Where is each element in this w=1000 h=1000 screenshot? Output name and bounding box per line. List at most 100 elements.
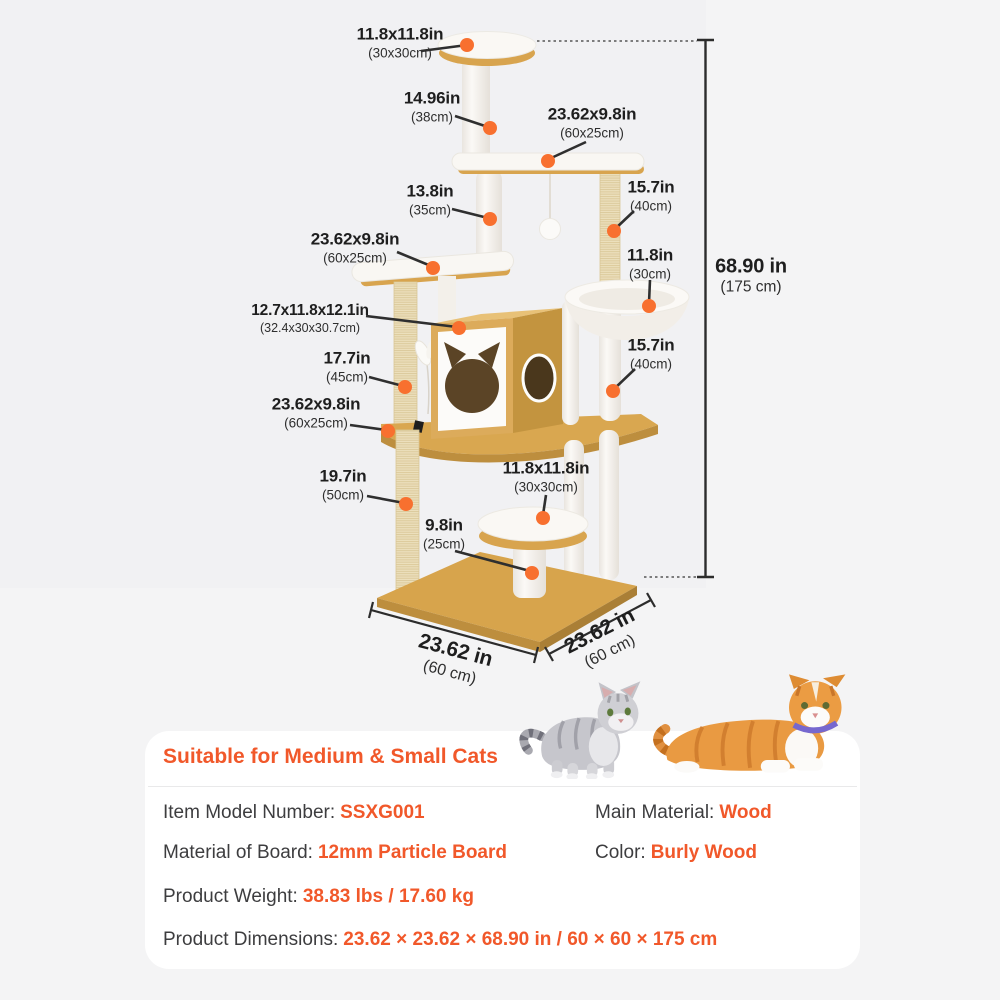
dim-label-lower-left-post: 19.7in (50cm) — [320, 466, 367, 503]
orange-cat-photo — [653, 674, 846, 773]
base-edge-right — [540, 586, 637, 652]
dim-in: 11.8in — [626, 245, 674, 265]
top-perch — [437, 31, 537, 59]
dim-cm: (60x25cm) — [284, 415, 348, 431]
dim-label-top-perch: 11.8x11.8in (30x30cm) — [357, 24, 444, 61]
kitten-eye — [607, 708, 614, 717]
dim-in: 15.7in — [627, 335, 675, 355]
kitten-ear-inner — [601, 687, 614, 698]
spec-value: Burly Wood — [650, 842, 757, 863]
dim-label-condo-post: 17.7in (45cm) — [324, 348, 371, 385]
spec-value: SSXG001 — [340, 802, 425, 823]
spec-label: Main Material: — [595, 802, 715, 823]
dim-cm: (32.4x30x30.7cm) — [259, 320, 361, 335]
cat-stripes — [694, 720, 781, 769]
cat-collar — [792, 720, 839, 734]
dim-label-basket: 11.8in (30cm) — [627, 245, 673, 282]
dim-cm: (175 cm) — [720, 278, 782, 296]
cat-ear — [788, 674, 810, 690]
spec-value: 23.62 × 23.62 × 68.90 in / 60 × 60 × 175… — [343, 929, 718, 950]
dim-cm: (40cm) — [629, 198, 672, 214]
kitten-paw — [566, 773, 579, 779]
spec-label: Item Model Number: — [163, 802, 336, 823]
kitten-nose — [618, 719, 624, 724]
spec-value: 38.83 lbs / 17.60 kg — [302, 886, 474, 907]
dim-in: 19.7in — [319, 466, 367, 486]
condo-top — [431, 308, 563, 324]
kitten-ear-inner — [622, 685, 637, 696]
gray-kitten-photo — [519, 681, 641, 779]
condo-side-opening — [521, 353, 557, 403]
base-width-line — [367, 601, 540, 664]
round-perch — [477, 506, 589, 542]
kitten-leg — [551, 760, 563, 775]
lower-right-post-2 — [599, 430, 619, 580]
cat-eye — [801, 702, 809, 710]
kitten-paw — [602, 771, 615, 779]
kitten-paw — [550, 771, 563, 779]
dim-label-top-post: 14.96in (38cm) — [404, 88, 460, 125]
dim-in: 12.7x11.8x12.1in — [251, 301, 369, 319]
basket-bowl — [565, 299, 689, 340]
dim-label-condo: 12.7x11.8x12.1in (32.4x30x30.7cm) — [251, 301, 369, 336]
dim-in: 11.8x11.8in — [356, 24, 444, 44]
dim-in: 11.8x11.8in — [502, 458, 590, 478]
kitten-leg — [567, 763, 579, 777]
cat-front-paw — [793, 758, 824, 771]
dim-in: 23.62x9.8in — [310, 229, 400, 249]
dim-label-upper-right-post: 15.7in (40cm) — [628, 177, 675, 214]
cat-head-stripes — [795, 685, 836, 697]
kitten-leg — [586, 763, 598, 777]
height-dimension-line — [697, 38, 714, 579]
dim-in: 17.7in — [323, 348, 371, 368]
dim-label-second-post: 13.8in (35cm) — [407, 181, 454, 218]
dim-cm: (45cm) — [325, 369, 368, 385]
spec-label: Product Dimensions: — [163, 929, 339, 950]
cat-ear — [823, 674, 846, 688]
hanging-ball-toy — [539, 218, 561, 240]
dim-label-round-perch: 11.8x11.8in (30x30cm) — [503, 458, 590, 495]
cat-hind-paw — [674, 760, 700, 773]
dim-label-perch-post: 9.8in (25cm) — [423, 515, 465, 552]
panel-heading: Suitable for Medium & Small Cats — [163, 745, 498, 768]
lower-right-post-1 — [564, 440, 584, 582]
base-depth-line — [544, 592, 656, 662]
spec-main-material: Main Material:Wood — [595, 802, 772, 824]
dim-in: 14.96in — [403, 88, 461, 108]
dim-in: 68.90 in — [715, 255, 787, 278]
dim-in: 23.62x9.8in — [271, 394, 361, 414]
spec-dimensions: Product Dimensions:23.62 × 23.62 × 68.90… — [163, 929, 717, 951]
dim-in: 13.8in — [406, 181, 454, 201]
dim-label-total-height: 68.90 in (175 cm) — [715, 254, 787, 297]
dim-in: 9.8in — [425, 515, 463, 535]
dim-cm: (35cm) — [408, 202, 451, 218]
kitten-eye — [624, 707, 631, 716]
dim-cm: (38cm) — [410, 109, 453, 125]
kitten-chest — [588, 727, 619, 766]
base-board — [377, 552, 637, 642]
dim-label-lower-right-post: 15.7in (40cm) — [628, 335, 675, 372]
leader-dots — [381, 38, 656, 580]
cat-body — [666, 719, 825, 771]
spec-label: Product Weight: — [163, 886, 298, 907]
dim-cm: (25cm) — [422, 536, 466, 552]
dim-cm: (30x30cm) — [514, 479, 578, 495]
basket-post-left — [562, 300, 579, 425]
dim-cm: (40cm) — [629, 356, 672, 372]
dim-in: 15.7in — [627, 177, 675, 197]
base-edge-left — [377, 598, 540, 652]
cat-front-paw — [760, 760, 790, 773]
spec-board-material: Material of Board:12mm Particle Board — [163, 842, 507, 864]
dim-in: 23.62x9.8in — [547, 104, 637, 124]
kitten-head-stripes — [606, 693, 630, 704]
dim-cm: (50cm) — [321, 487, 364, 503]
dim-cm: (30x30cm) — [368, 45, 432, 61]
spec-value: Wood — [719, 802, 772, 823]
spec-color: Color:Burly Wood — [595, 842, 757, 864]
spec-model-number: Item Model Number:SSXG001 — [163, 802, 425, 824]
panel-divider — [148, 786, 857, 787]
cat-eye — [822, 702, 830, 710]
height-dotted-connectors — [537, 40, 697, 578]
dim-cm: (60x25cm) — [323, 250, 387, 266]
dim-label-second-shelf: 23.62x9.8in (60x25cm) — [548, 104, 637, 141]
